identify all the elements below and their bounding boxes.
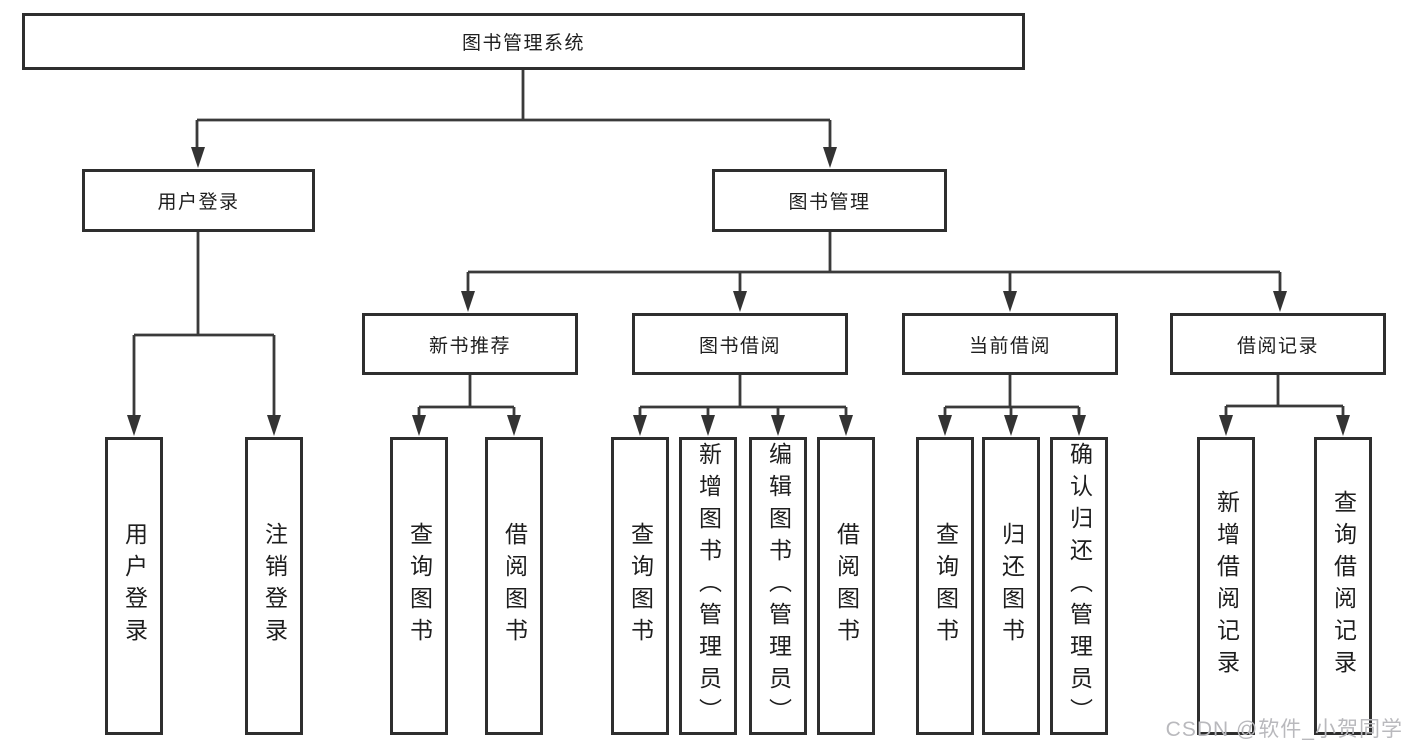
leaf-current-confirm-return-admin: 确认归还（管理员） xyxy=(1050,437,1108,735)
leaf-borrow-query-book: 查询图书 xyxy=(611,437,669,735)
leaf-borrow-add-book-admin: 新增图书（管理员） xyxy=(679,437,737,735)
leaf-current-return-book: 归还图书 xyxy=(982,437,1040,735)
arrow-icon xyxy=(127,415,141,436)
node-book-management: 图书管理 xyxy=(712,169,947,232)
arrow-icon xyxy=(191,147,205,168)
connector-bookmgmt-to-level3 xyxy=(466,232,1282,293)
arrow-icon xyxy=(1219,415,1233,436)
connector-borrowrecords-to-children xyxy=(1224,375,1345,417)
arrow-icon xyxy=(267,415,281,436)
connector-userlogin-to-children xyxy=(132,232,276,417)
arrow-icon xyxy=(938,415,952,436)
connector-newbookrec-to-children xyxy=(417,375,516,417)
arrow-icon xyxy=(1004,415,1018,436)
node-new-book-recommendation: 新书推荐 xyxy=(362,313,578,375)
arrow-icon xyxy=(771,415,785,436)
node-user-login: 用户登录 xyxy=(82,169,315,232)
node-current-borrowing: 当前借阅 xyxy=(902,313,1118,375)
leaf-records-query-record: 查询借阅记录 xyxy=(1314,437,1372,735)
arrow-icon xyxy=(461,291,475,312)
arrow-icon xyxy=(839,415,853,436)
csdn-watermark: CSDN @软件_小贺同学 xyxy=(1165,718,1403,741)
leaf-current-query-book: 查询图书 xyxy=(916,437,974,735)
node-root-library-system: 图书管理系统 xyxy=(22,13,1025,70)
arrow-icon xyxy=(1003,291,1017,312)
arrow-icon xyxy=(701,415,715,436)
leaf-rec-borrow-book: 借阅图书 xyxy=(485,437,543,735)
connector-currentborrow-to-children xyxy=(943,375,1081,417)
connector-bookborrow-to-children xyxy=(638,375,848,417)
leaf-rec-query-book: 查询图书 xyxy=(390,437,448,735)
node-borrowing-records: 借阅记录 xyxy=(1170,313,1386,375)
arrowheads xyxy=(127,147,1350,436)
leaf-records-add-record: 新增借阅记录 xyxy=(1197,437,1255,735)
leaf-borrow-borrow-book: 借阅图书 xyxy=(817,437,875,735)
arrow-icon xyxy=(412,415,426,436)
leaf-user-login: 用户登录 xyxy=(105,437,163,735)
arrow-icon xyxy=(1336,415,1350,436)
leaf-logout: 注销登录 xyxy=(245,437,303,735)
arrow-icon xyxy=(507,415,521,436)
arrow-icon xyxy=(1072,415,1086,436)
node-book-borrowing: 图书借阅 xyxy=(632,313,848,375)
leaf-borrow-edit-book-admin: 编辑图书（管理员） xyxy=(749,437,807,735)
connector-root-to-level2 xyxy=(195,70,832,148)
arrow-icon xyxy=(823,147,837,168)
arrow-icon xyxy=(1273,291,1287,312)
arrow-icon xyxy=(633,415,647,436)
arrow-icon xyxy=(733,291,747,312)
